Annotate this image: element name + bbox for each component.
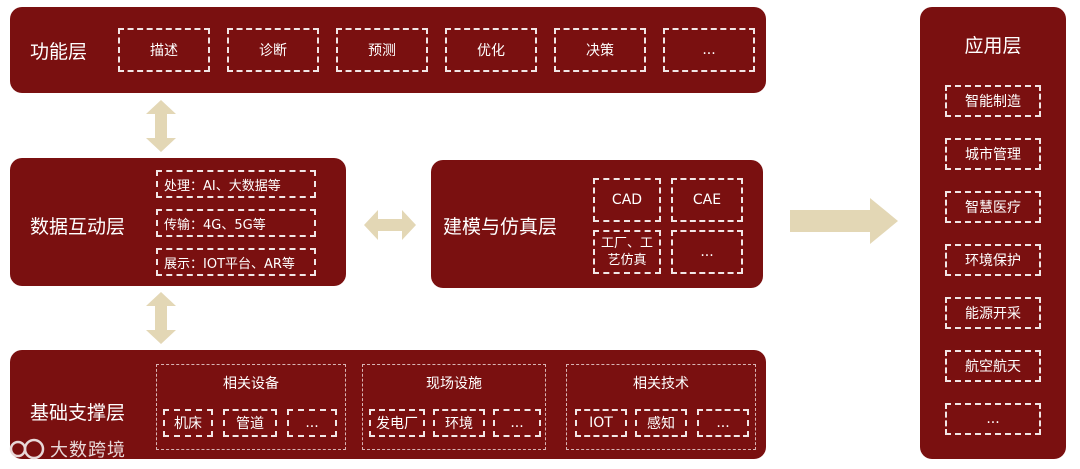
function-item-describe: 描述 xyxy=(118,28,210,72)
base-item-facilities-more: ... xyxy=(493,409,541,437)
application-item-aerospace: 航空航天 xyxy=(945,350,1041,382)
bidirectional-horizontal-arrow-icon xyxy=(364,210,416,240)
base-layer-panel: 基础支撑层 相关设备 机床 管道 ... 现场设施 发电厂 环境 ... 相关技… xyxy=(10,350,766,459)
application-item-environmental-protection: 环境保护 xyxy=(945,244,1041,276)
application-item-city-management: 城市管理 xyxy=(945,138,1041,170)
application-item-smart-manufacturing: 智能制造 xyxy=(945,85,1041,117)
function-layer-panel: 功能层 描述 诊断 预测 优化 决策 ... xyxy=(10,7,766,93)
base-item-iot: IOT xyxy=(575,409,627,437)
bidirectional-vertical-arrow-icon-lower xyxy=(146,292,176,344)
application-item-smart-healthcare: 智慧医疗 xyxy=(945,191,1041,223)
function-layer-title: 功能层 xyxy=(30,41,88,63)
function-item-predict: 预测 xyxy=(336,28,428,72)
base-item-pipeline: 管道 xyxy=(223,409,277,437)
application-layer-title: 应用层 xyxy=(964,35,1022,57)
application-layer-panel: 应用层 智能制造 城市管理 智慧医疗 环境保护 能源开采 航空航天 ... xyxy=(920,7,1066,459)
data-layer-title: 数据互动层 xyxy=(30,216,126,238)
logo-text: 大数跨境 xyxy=(50,440,126,461)
application-item-more: ... xyxy=(945,403,1041,435)
data-item-processing: 处理：AI、大数据等 xyxy=(156,170,316,198)
base-group-facilities-title: 现场设施 xyxy=(426,376,482,392)
base-group-facilities: 现场设施 发电厂 环境 ... xyxy=(362,364,546,450)
base-group-technology-title: 相关技术 xyxy=(633,376,689,392)
function-item-diagnose: 诊断 xyxy=(227,28,319,72)
application-item-energy-extraction: 能源开采 xyxy=(945,297,1041,329)
base-group-equipment-title: 相关设备 xyxy=(223,376,279,392)
function-item-optimize: 优化 xyxy=(445,28,537,72)
brand-logo: 大数跨境 xyxy=(8,436,126,462)
base-item-sensing: 感知 xyxy=(635,409,687,437)
base-item-equipment-more: ... xyxy=(287,409,337,437)
modeling-layer-panel: 建模与仿真层 CAD CAE 工厂、工艺仿真 ... xyxy=(431,160,763,288)
function-item-more: ... xyxy=(663,28,755,72)
base-item-technology-more: ... xyxy=(697,409,749,437)
base-item-environment: 环境 xyxy=(433,409,485,437)
modeling-item-factory-simulation: 工厂、工艺仿真 xyxy=(593,230,661,274)
base-item-machine-tool: 机床 xyxy=(163,409,213,437)
logo-mark-icon xyxy=(9,438,45,460)
base-item-power-plant: 发电厂 xyxy=(369,409,425,437)
data-item-display: 展示：IOT平台、AR等 xyxy=(156,248,316,276)
base-layer-title: 基础支撑层 xyxy=(30,402,126,424)
right-arrow-icon xyxy=(790,198,898,244)
data-layer-panel: 数据互动层 处理：AI、大数据等 传输：4G、5G等 展示：IOT平台、AR等 xyxy=(10,158,346,286)
data-item-transmission: 传输：4G、5G等 xyxy=(156,209,316,237)
bidirectional-vertical-arrow-icon xyxy=(146,100,176,152)
function-item-decide: 决策 xyxy=(554,28,646,72)
modeling-item-cae: CAE xyxy=(671,178,743,222)
modeling-item-cad: CAD xyxy=(593,178,661,222)
base-group-equipment: 相关设备 机床 管道 ... xyxy=(156,364,346,450)
modeling-layer-title: 建模与仿真层 xyxy=(443,216,558,238)
base-group-technology: 相关技术 IOT 感知 ... xyxy=(566,364,756,450)
modeling-item-more: ... xyxy=(671,230,743,274)
